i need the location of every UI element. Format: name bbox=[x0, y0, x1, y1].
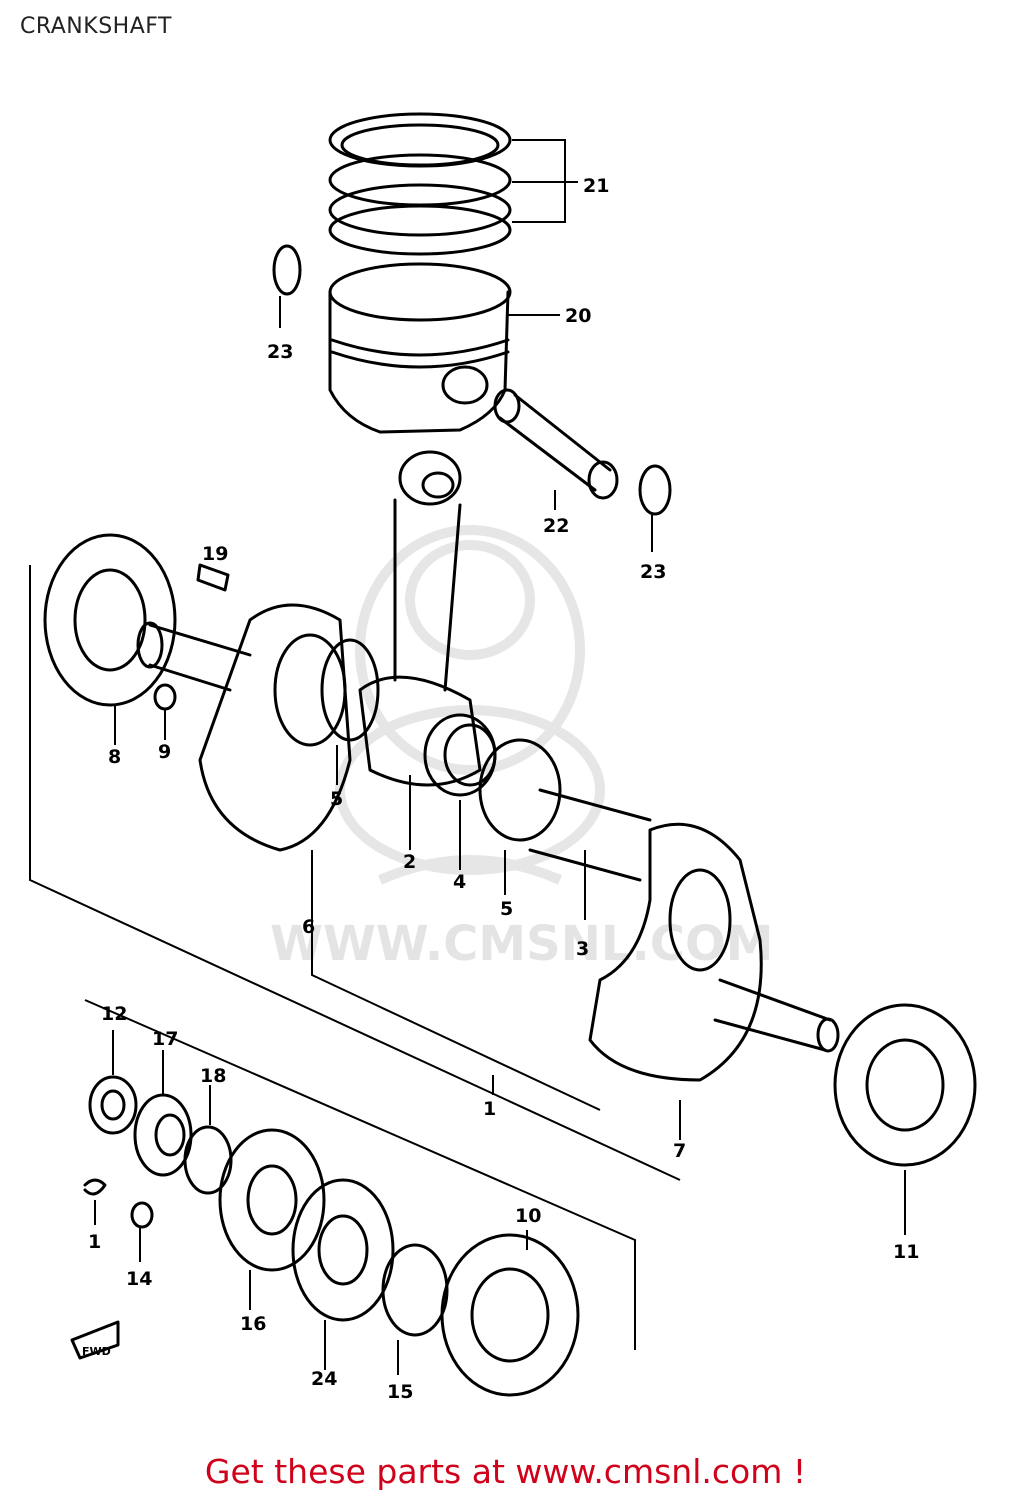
piston bbox=[328, 262, 560, 434]
callout-23b: 23 bbox=[640, 561, 666, 583]
callout-15: 15 bbox=[387, 1381, 413, 1403]
circlip-left bbox=[272, 244, 302, 328]
watermark-text: WWW.CMSNL.COM bbox=[270, 916, 774, 972]
callout-3: 3 bbox=[576, 938, 589, 960]
callout-1-small: 1 bbox=[88, 1231, 101, 1253]
callout-1: 1 bbox=[483, 1098, 496, 1120]
dowel-pin bbox=[153, 683, 177, 740]
callout-6: 6 bbox=[302, 916, 315, 938]
callout-11: 11 bbox=[893, 1241, 919, 1263]
watermark-logo: WWW.CMSNL.COM bbox=[270, 525, 774, 972]
callout-23a: 23 bbox=[267, 341, 293, 363]
callout-12: 12 bbox=[101, 1003, 127, 1025]
circlip-right bbox=[638, 464, 672, 552]
footer-link-text[interactable]: Get these parts at www.cmsnl.com ! bbox=[204, 1452, 807, 1491]
callout-16: 16 bbox=[240, 1313, 266, 1335]
piston-pin bbox=[493, 388, 619, 510]
spacer bbox=[381, 1243, 449, 1375]
bearing-right bbox=[833, 1003, 977, 1235]
clip-small bbox=[83, 1178, 107, 1225]
front-arrow-icon bbox=[70, 1320, 120, 1360]
callout-7: 7 bbox=[673, 1140, 686, 1162]
callout-24: 24 bbox=[311, 1368, 337, 1390]
connecting-rod bbox=[358, 450, 482, 850]
callout-5b: 5 bbox=[500, 898, 513, 920]
callout-20: 20 bbox=[565, 305, 591, 327]
callout-14: 14 bbox=[126, 1268, 152, 1290]
callout-18: 18 bbox=[200, 1065, 226, 1087]
oil-seal bbox=[88, 1030, 138, 1135]
callout-8: 8 bbox=[108, 746, 121, 768]
callout-5a: 5 bbox=[330, 788, 343, 810]
page-title: CRANKSHAFT bbox=[20, 14, 172, 39]
fwd-label: FWD bbox=[82, 1345, 111, 1358]
callout-10: 10 bbox=[515, 1205, 541, 1227]
dowel-small bbox=[130, 1201, 154, 1262]
callout-4: 4 bbox=[453, 871, 466, 893]
callout-21: 21 bbox=[583, 175, 609, 197]
woodruff-key bbox=[196, 563, 230, 592]
callout-2: 2 bbox=[403, 851, 416, 873]
needle-bearing bbox=[423, 713, 497, 870]
callout-9: 9 bbox=[158, 741, 171, 763]
balancer-drive-gear bbox=[291, 1178, 395, 1370]
lock-washer bbox=[183, 1085, 233, 1195]
nut bbox=[133, 1050, 193, 1177]
drive-gear bbox=[218, 1128, 326, 1310]
piston-rings bbox=[328, 112, 578, 256]
callout-22: 22 bbox=[543, 515, 569, 537]
group-bracket bbox=[84, 999, 636, 1350]
bearing-left bbox=[440, 1230, 580, 1397]
crankshaft-assembly bbox=[29, 565, 840, 1181]
callout-19: 19 bbox=[202, 543, 228, 565]
crank-gear bbox=[43, 533, 177, 745]
callout-17: 17 bbox=[152, 1028, 178, 1050]
